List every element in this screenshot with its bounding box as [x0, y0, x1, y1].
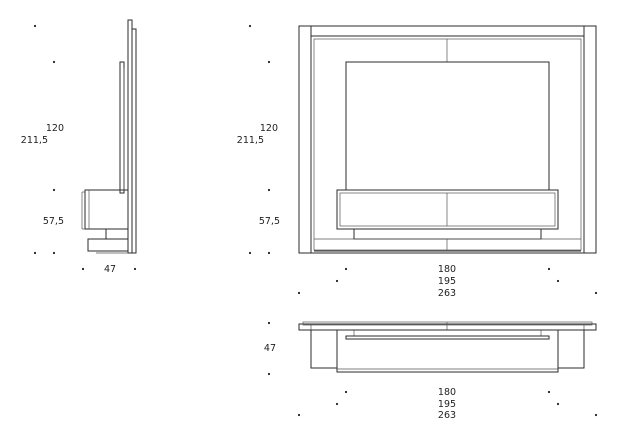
side-drawer-box [84, 189, 129, 230]
dim-dot [344, 267, 348, 271]
top-dim-width-mid: 195 [437, 399, 457, 410]
dim-dot [81, 267, 85, 271]
front-drawer-unit [336, 189, 559, 230]
dim-dot [133, 267, 137, 271]
side-wall-panel-front [131, 28, 137, 254]
dim-dot [267, 251, 271, 255]
dim-dot [248, 251, 252, 255]
dim-dot [267, 188, 271, 192]
dim-dot [267, 372, 271, 376]
top-tv-panel [345, 335, 550, 340]
dim-dot [267, 321, 271, 325]
side-wall-panel-back [127, 19, 133, 254]
dim-dot [248, 24, 252, 28]
front-dim-height-total: 211,5 [236, 135, 264, 146]
dim-dot [335, 279, 339, 283]
side-view-drawing [81, 19, 137, 254]
side-tv-panel [119, 61, 125, 194]
front-drawer-unit-inner [339, 192, 556, 227]
top-view-drawing [298, 321, 597, 373]
dim-dot [52, 251, 56, 255]
front-outer-frame [298, 25, 597, 254]
dim-dot [594, 413, 598, 417]
top-drawer-unit [336, 329, 559, 373]
side-base-plinth [87, 238, 129, 252]
dim-dot [267, 60, 271, 64]
top-dim-width-total: 263 [437, 410, 457, 421]
front-tv-panel [345, 61, 550, 191]
top-base-right [557, 329, 585, 369]
front-wall-panel-inner [313, 38, 582, 251]
dim-dot [297, 291, 301, 295]
dim-dot [556, 402, 560, 406]
front-dim-base-height: 57,5 [258, 216, 280, 227]
side-dim-depth: 47 [103, 264, 117, 275]
front-dim-width-mid: 195 [437, 276, 457, 287]
front-wall-panel-outer [310, 35, 585, 254]
side-support-post [105, 228, 129, 240]
dim-dot [556, 279, 560, 283]
front-view-dots [248, 24, 598, 295]
dim-dot [547, 267, 551, 271]
top-wall-panel-inner [302, 321, 593, 326]
dim-dot [594, 291, 598, 295]
dim-dot [344, 390, 348, 394]
front-support-post [353, 228, 542, 240]
dim-dot [33, 24, 37, 28]
dim-dot [33, 251, 37, 255]
front-dim-width-total: 263 [437, 288, 457, 299]
front-dim-height-inner: 120 [259, 123, 278, 134]
side-dim-base-height: 57,5 [42, 216, 64, 227]
front-view-drawing [298, 25, 597, 254]
dim-dot [335, 402, 339, 406]
side-dim-height-total: 211,5 [20, 135, 48, 146]
top-dim-width-inner: 180 [437, 387, 457, 398]
dim-dot [297, 413, 301, 417]
dim-dot [52, 188, 56, 192]
side-view-dots [33, 24, 137, 271]
dim-dot [52, 60, 56, 64]
top-view-dots [267, 321, 598, 417]
side-dim-height-inner: 120 [45, 123, 64, 134]
top-dim-depth: 47 [263, 343, 276, 354]
front-dim-width-inner: 180 [437, 264, 457, 275]
dim-dot [547, 390, 551, 394]
top-base-left [310, 329, 338, 369]
